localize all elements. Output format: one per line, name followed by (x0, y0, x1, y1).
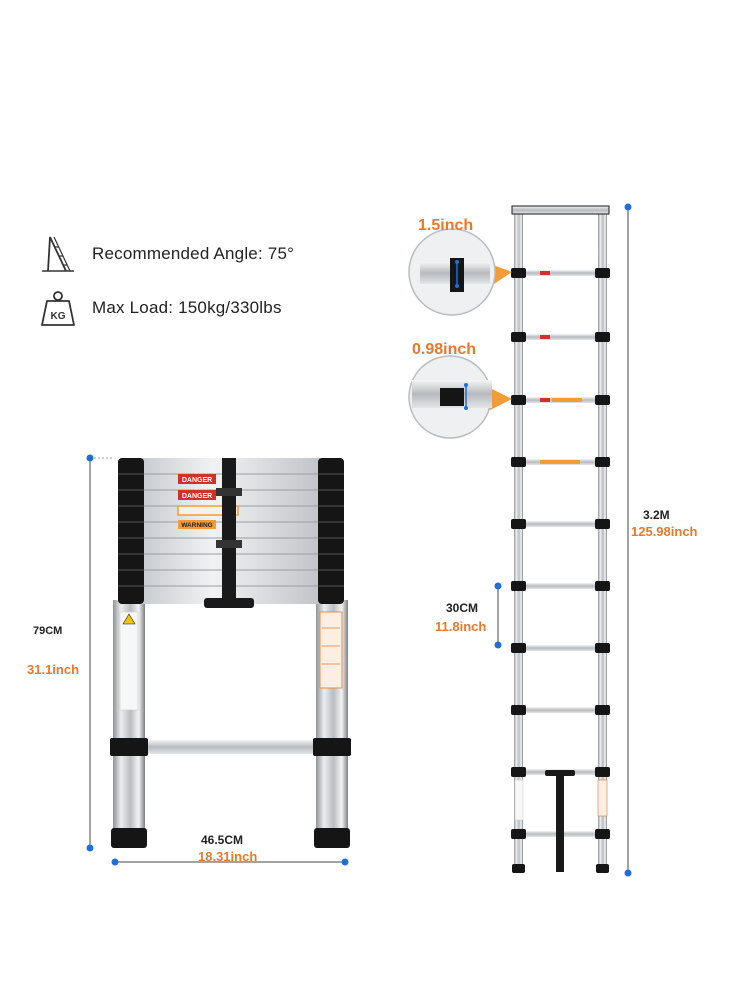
danger-sticker-1 (178, 474, 216, 484)
closed-ladder: DANGER DANGER WARNING (110, 458, 351, 848)
weight-icon-text: KG (51, 311, 66, 322)
rail-sticker-left (119, 611, 139, 711)
load-spec: KG Max Load: 150kg/330lbs (38, 288, 282, 328)
ext-height-m: 3.2M (643, 508, 670, 522)
ext-right-rail (598, 208, 607, 868)
warning-sticker (178, 520, 216, 529)
strap (222, 458, 236, 598)
closed-height-cm: 79CM (33, 625, 62, 637)
left-foot (111, 828, 147, 848)
rung-cap-left (110, 738, 148, 756)
load-label: Max Load: 150kg/330lbs (92, 298, 282, 317)
rung-spacing-cm: 30CM (446, 601, 478, 615)
width-cm: 46.5CM (201, 833, 243, 847)
strap-handle (204, 598, 254, 608)
angle-label: Recommended Angle: 75° (92, 244, 295, 263)
tube-size-1: 1.5inch (418, 217, 473, 234)
width-inch: 18.31inch (198, 849, 257, 864)
ladder-angle-icon (42, 236, 74, 272)
tube-size-2: 0.98inch (412, 341, 476, 358)
right-foot (314, 828, 350, 848)
warning-text: WARNING (181, 522, 212, 529)
ext-left-rail (514, 208, 523, 868)
bottom-rung (145, 740, 316, 754)
extended-ladder (511, 205, 610, 873)
rung-spacing-inch: 11.8inch (435, 619, 486, 634)
danger-text-1: DANGER (182, 477, 212, 484)
closed-height-inch: 31.1inch (27, 662, 79, 677)
rung-cap-right (313, 738, 351, 756)
tube-callout-1 (408, 228, 512, 316)
weight-kg-icon: KG (41, 291, 75, 326)
danger-sticker-2 (178, 490, 216, 500)
rail-sticker-right (319, 611, 343, 689)
danger-text-2: DANGER (182, 493, 212, 500)
tube-callout-2 (408, 355, 512, 439)
closed-dimension-lines (86, 454, 349, 866)
ext-height-inch: 125.98inch (631, 524, 698, 539)
angle-spec: Recommended Angle: 75° (38, 234, 294, 274)
extended-dimension-lines (494, 203, 632, 877)
